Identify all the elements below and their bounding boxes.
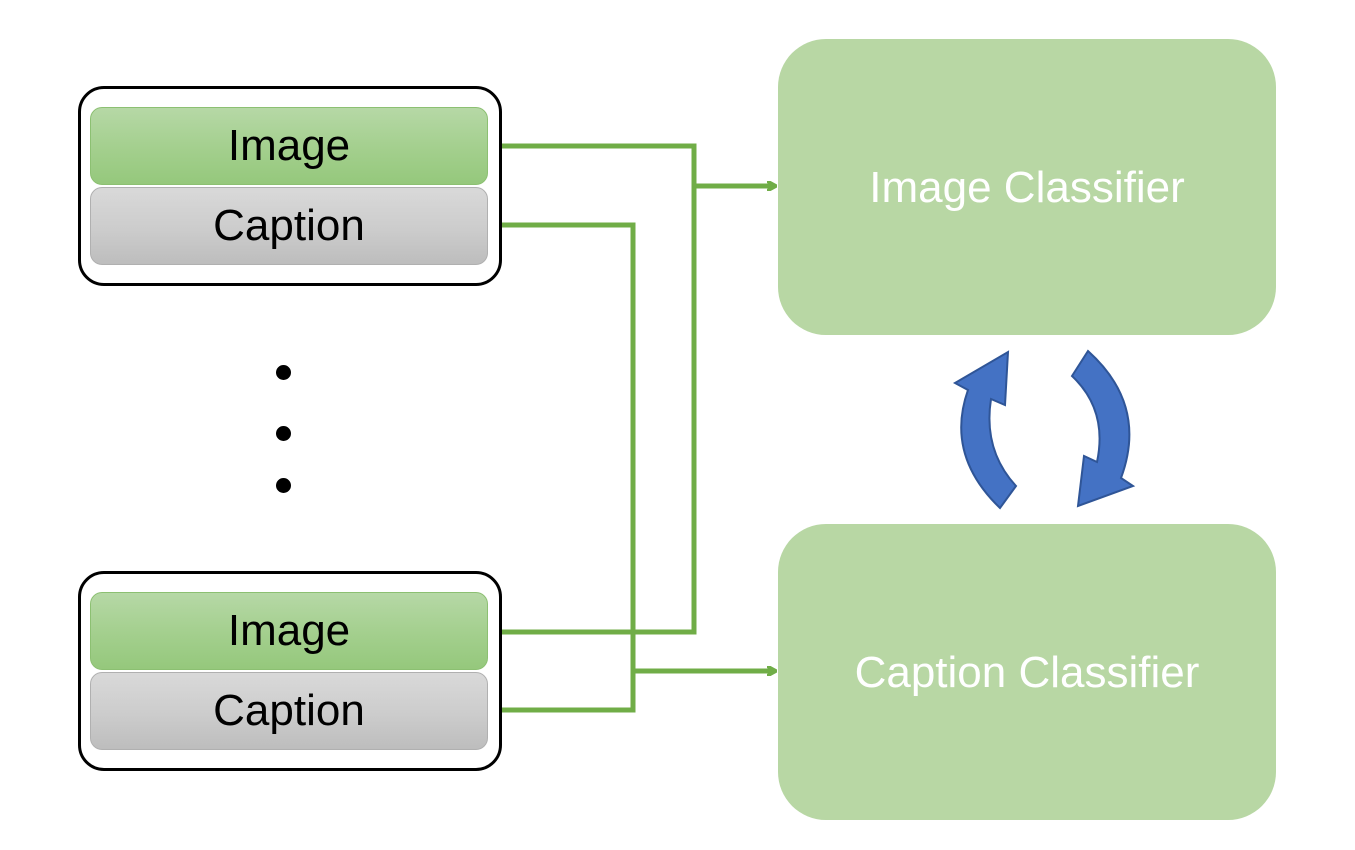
caption-cell: Caption xyxy=(90,672,488,750)
ellipsis-dot xyxy=(276,365,291,380)
connector-bottom-image xyxy=(488,186,697,635)
image-label: Image xyxy=(227,606,351,655)
connector-top-caption xyxy=(488,222,775,671)
caption-classifier-box: Caption Classifier xyxy=(778,524,1276,820)
image-cell: Image xyxy=(90,107,488,185)
ellipsis-dot xyxy=(276,478,291,493)
caption-classifier-label: Caption Classifier xyxy=(854,648,1200,697)
connector-top-image xyxy=(488,143,775,186)
caption-label: Caption xyxy=(213,201,365,250)
image-cell: Image xyxy=(90,592,488,670)
ellipsis-dot xyxy=(276,426,291,441)
caption-label: Caption xyxy=(213,686,365,735)
input-pair-bottom: Image Caption xyxy=(78,571,502,771)
image-label: Image xyxy=(227,121,351,170)
cycle-arrow-up-icon xyxy=(952,350,1018,510)
caption-cell: Caption xyxy=(90,187,488,265)
cycle-arrow-down-icon xyxy=(1070,349,1136,508)
connector-bottom-caption xyxy=(488,671,636,713)
input-pair-top: Image Caption xyxy=(78,86,502,286)
image-classifier-label: Image Classifier xyxy=(869,163,1185,212)
image-classifier-box: Image Classifier xyxy=(778,39,1276,335)
